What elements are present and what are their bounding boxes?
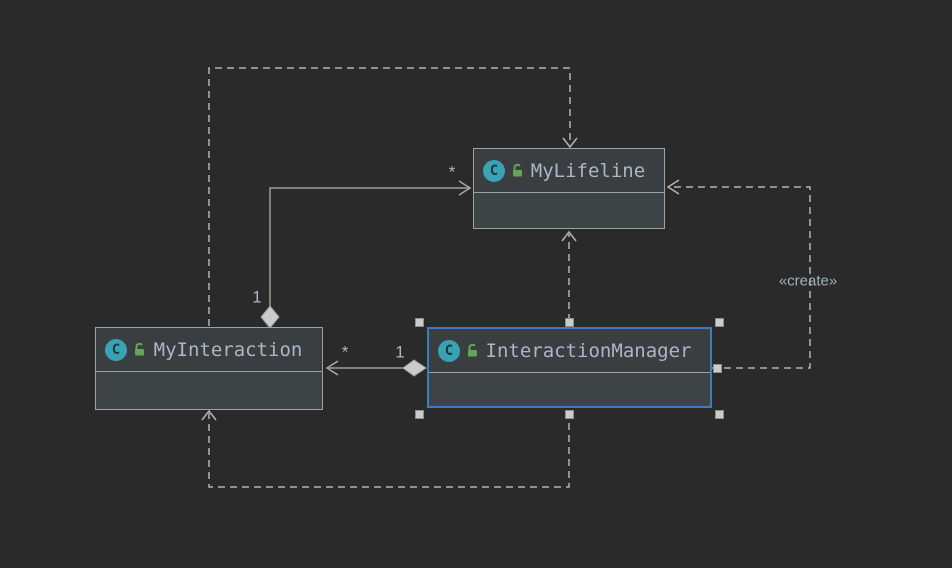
class-icon: C bbox=[483, 159, 505, 182]
selection-handle-top-left[interactable] bbox=[415, 318, 424, 327]
create-dependency-edge-interactionmanager-to-mylifeline[interactable] bbox=[666, 179, 811, 369]
selection-handle-top-center[interactable] bbox=[565, 318, 574, 327]
icon-group: C bbox=[105, 338, 147, 361]
icon-group: C bbox=[438, 339, 480, 362]
class-icon: C bbox=[105, 338, 127, 361]
open-arrow-left-icon bbox=[325, 360, 339, 376]
open-arrow-right-icon bbox=[458, 180, 472, 196]
class-icon-letter: C bbox=[444, 342, 454, 359]
class-header: C MyLifeline bbox=[474, 149, 664, 193]
selection-handle-top-right[interactable] bbox=[715, 318, 724, 327]
dependency-edge-interactionmanager-to-myinteraction[interactable] bbox=[201, 409, 570, 488]
multiplicity-label-many: * bbox=[448, 162, 456, 182]
selection-handle-bottom-center[interactable] bbox=[565, 410, 574, 419]
dependency-edge-interactionmanager-to-mylifeline-bottom[interactable] bbox=[561, 230, 577, 321]
aggregation-diamond-icon bbox=[402, 359, 427, 377]
class-name: InteractionManager bbox=[485, 339, 692, 362]
selection-handle-bottom-right[interactable] bbox=[715, 410, 724, 419]
class-node-mylifeline[interactable]: C MyLifeline bbox=[473, 148, 665, 229]
icon-group: C bbox=[483, 159, 525, 182]
dependency-edge-myinteraction-to-mylifeline[interactable] bbox=[208, 67, 578, 326]
class-icon: C bbox=[438, 339, 460, 362]
selection-handle-mid-right[interactable] bbox=[713, 364, 722, 373]
open-arrow-left-icon bbox=[666, 179, 680, 195]
class-node-myinteraction[interactable]: C MyInteraction bbox=[95, 327, 323, 410]
unlocked-padlock-icon bbox=[513, 163, 522, 177]
open-arrow-up-icon bbox=[201, 409, 217, 421]
class-header: C MyInteraction bbox=[96, 328, 322, 372]
aggregation-edge-interactionmanager-to-myinteraction[interactable] bbox=[325, 359, 427, 377]
create-stereotype-label: «create» bbox=[778, 272, 838, 290]
multiplicity-label-one: 1 bbox=[252, 287, 262, 307]
class-icon-letter: C bbox=[489, 162, 499, 179]
unlocked-padlock-icon bbox=[135, 342, 144, 356]
aggregation-edge-myinteraction-to-mylifeline[interactable] bbox=[260, 180, 472, 329]
selection-handle-bottom-left[interactable] bbox=[415, 410, 424, 419]
class-header: C InteractionManager bbox=[429, 329, 710, 373]
class-icon-letter: C bbox=[111, 341, 121, 358]
multiplicity-label-many: * bbox=[341, 342, 349, 362]
open-arrow-up-icon bbox=[561, 230, 577, 242]
unlocked-padlock-icon bbox=[468, 343, 477, 357]
class-name: MyInteraction bbox=[153, 338, 303, 361]
multiplicity-label-one: 1 bbox=[395, 342, 405, 362]
aggregation-diamond-icon bbox=[260, 305, 280, 329]
open-arrow-down-icon bbox=[562, 137, 578, 149]
class-name: MyLifeline bbox=[530, 159, 646, 182]
class-node-interactionmanager[interactable]: C InteractionManager bbox=[427, 327, 712, 408]
